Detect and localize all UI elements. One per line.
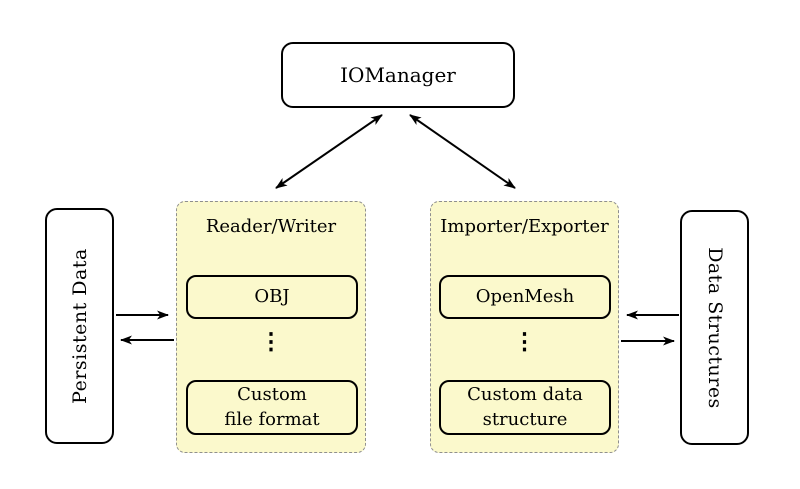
- iomanager-label: IOManager: [340, 63, 456, 87]
- data-structures-label: Data Structures: [703, 246, 726, 409]
- custom-data-structure-node: Custom data structure: [439, 380, 611, 435]
- vertical-ellipsis-icon: ⋮: [259, 328, 283, 355]
- iomanager-readerwriter-bidirectional-arrow: [275, 114, 383, 189]
- reader-writer-title: Reader/Writer: [205, 216, 337, 237]
- obj-node: OBJ: [186, 275, 358, 319]
- iomanager-node: IOManager: [281, 42, 515, 108]
- obj-label: OBJ: [254, 285, 290, 307]
- openmesh-node: OpenMesh: [439, 275, 611, 319]
- persistent-data-node: Persistent Data: [45, 208, 114, 444]
- iomanager-importerexporter-bidirectional-arrow: [409, 114, 516, 189]
- openmesh-label: OpenMesh: [475, 285, 575, 307]
- persistent-data-label: Persistent Data: [68, 248, 91, 404]
- vertical-ellipsis-icon: ⋮: [513, 328, 536, 355]
- importer-exporter-group: Importer/Exporter OpenMesh ⋮ Custom data…: [430, 201, 619, 453]
- custom-file-format-node: Custom file format: [186, 380, 358, 435]
- custom-data-structure-label: Custom data structure: [467, 384, 583, 430]
- importer-exporter-title: Importer/Exporter: [440, 216, 609, 237]
- custom-file-format-label: Custom file format: [224, 384, 320, 430]
- data-structures-node: Data Structures: [680, 210, 749, 445]
- reader-writer-group: Reader/Writer OBJ ⋮ Custom file format: [176, 201, 366, 453]
